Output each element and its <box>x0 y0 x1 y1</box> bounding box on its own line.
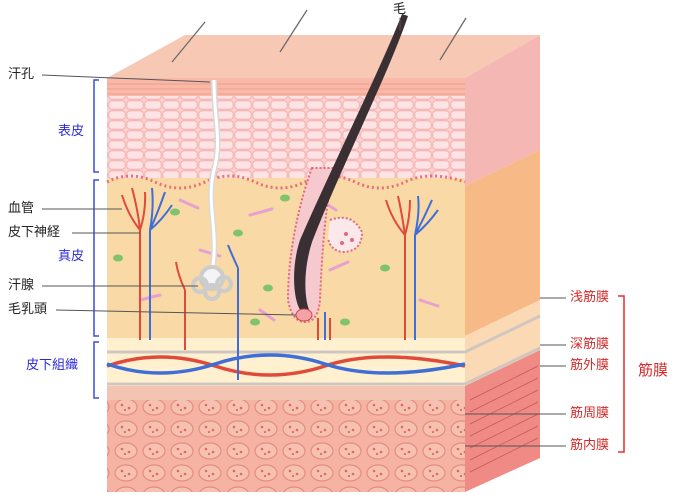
superficial-fascia-line <box>107 314 541 354</box>
label-hair: 毛 <box>393 2 407 17</box>
label-endomysium: 筋内膜 <box>570 438 610 453</box>
label-fascia: 筋膜 <box>638 361 669 379</box>
dermal-papilla <box>295 308 313 322</box>
vessel-tree-center <box>175 244 331 380</box>
fibroblast-cells <box>113 194 390 326</box>
bracket-subcutis <box>93 341 99 399</box>
sweat-duct-inner <box>209 79 220 266</box>
label-papilla: 毛乳頭 <box>8 302 48 317</box>
label-subcutis: 皮下組織 <box>26 358 79 373</box>
epimysium-band <box>107 386 465 400</box>
surface-wrinkle-line <box>439 17 467 61</box>
skin-surface-top <box>107 35 540 78</box>
subcutis-artery <box>106 355 466 377</box>
leader-lines <box>41 18 566 447</box>
subcutis-layer <box>107 338 465 386</box>
label-vessel: 血管 <box>8 201 35 216</box>
epidermis-top-band <box>107 78 465 96</box>
side-face-epidermis <box>465 35 540 186</box>
bracket-epidermis <box>93 79 99 173</box>
subcutis-vein <box>106 353 466 375</box>
side-face-subcutis <box>465 300 540 386</box>
label-superficial-fascia: 浅筋膜 <box>570 290 610 305</box>
epidermis-top-striation <box>107 83 465 95</box>
label-epimysium: 筋外膜 <box>570 358 610 373</box>
label-deep-fascia: 深筋膜 <box>570 337 610 352</box>
surface-wrinkle-line <box>171 21 206 63</box>
bracket-fascia <box>618 295 625 453</box>
side-face-muscle <box>465 350 540 492</box>
bracket-dermis <box>93 179 99 337</box>
deep-fascia-line <box>107 346 541 386</box>
label-perimysium: 筋周膜 <box>570 406 610 421</box>
label-epidermis: 表皮 <box>58 124 85 139</box>
side-face-dermis <box>465 150 540 336</box>
vessel-tree-left <box>121 187 173 340</box>
label-nerve: 皮下神経 <box>8 225 61 240</box>
sweat-gland-coil <box>191 265 233 301</box>
side-face-muscle-striation <box>469 365 539 473</box>
vessel-tree-right <box>385 195 439 340</box>
hair-shaft <box>294 14 408 312</box>
label-pore: 汗孔 <box>8 67 35 82</box>
muscle-layer <box>107 400 465 492</box>
label-sweat-gland: 汗腺 <box>8 278 35 293</box>
label-dermis: 真皮 <box>58 249 85 264</box>
surface-wrinkle-line <box>279 9 308 53</box>
sebaceous-gland <box>327 216 364 254</box>
